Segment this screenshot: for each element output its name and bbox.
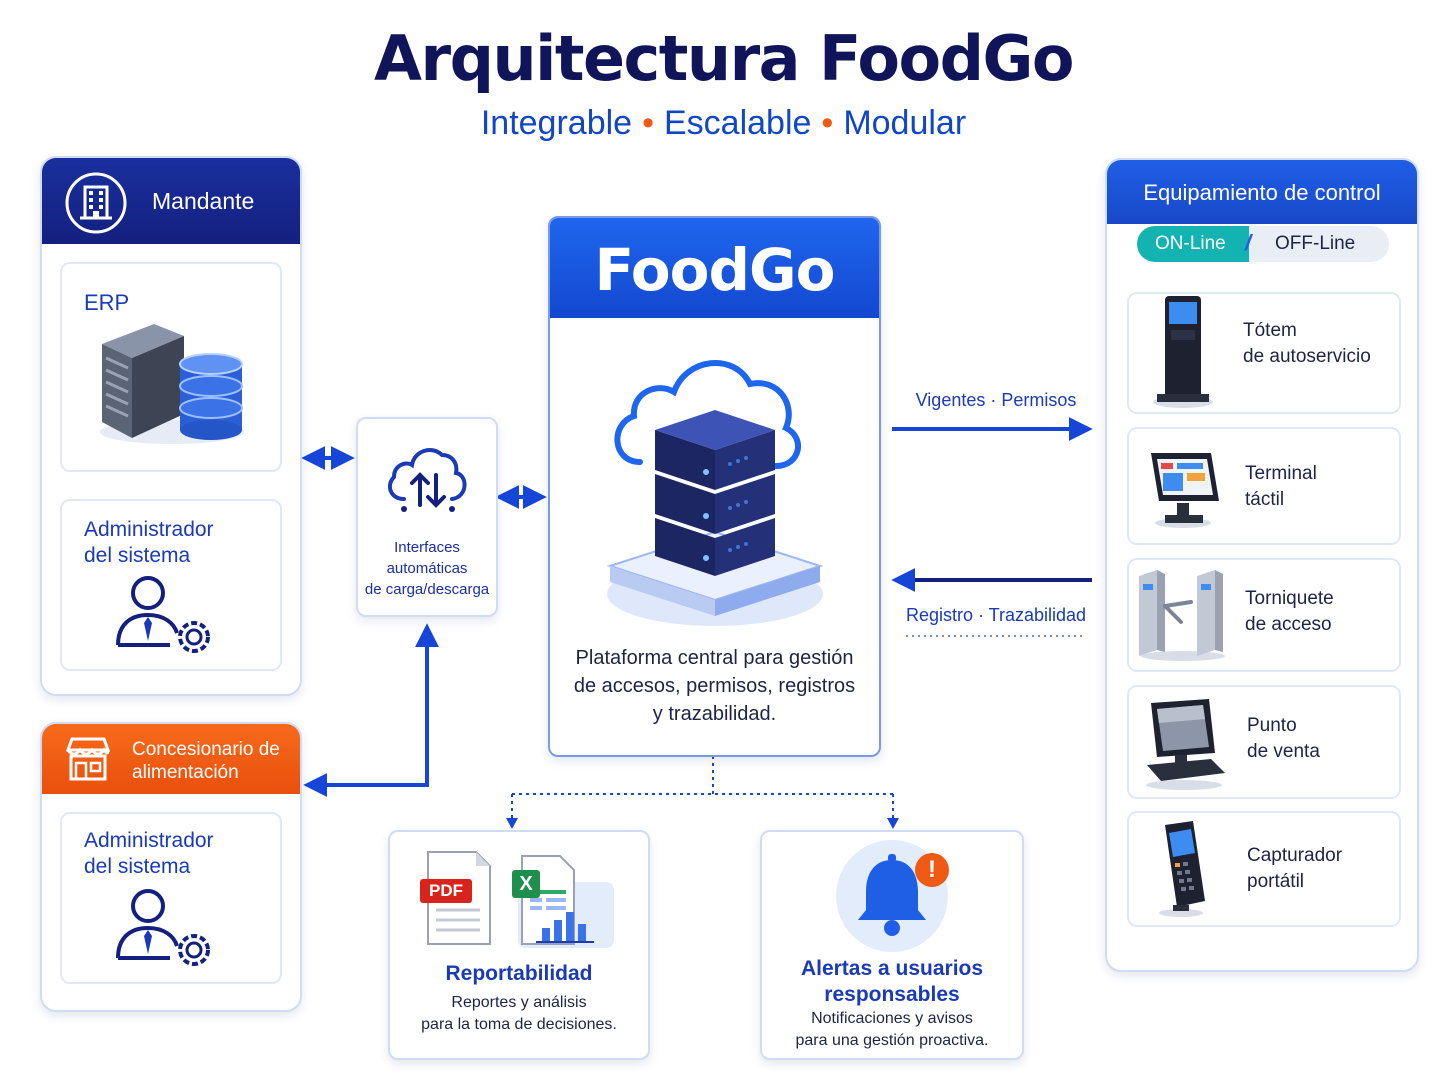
- turnstile-label: Torniquete de acceso: [1245, 588, 1334, 635]
- concesionario-panel: Concesionario de alimentación Administra…: [40, 722, 302, 1012]
- concesionario-header: Concesionario de alimentación: [42, 724, 300, 794]
- device-card-terminal: Terminal táctil: [1127, 427, 1401, 545]
- equipamiento-header: Equipamiento de control: [1107, 160, 1417, 224]
- turnstile-icon: [1139, 570, 1225, 661]
- handheld-scanner-icon: [1159, 821, 1205, 917]
- device-card-totem: Tótem de autoservicio: [1127, 292, 1401, 414]
- alert-badge: !: [928, 856, 936, 883]
- terminal-label: Terminal táctil: [1245, 463, 1317, 510]
- page-subtitle: Integrable•Escalable•Modular: [480, 104, 967, 142]
- mandante-admin-label: Administrador del sistema: [84, 518, 214, 567]
- foodgo-outputs-connector: [511, 756, 894, 824]
- offline-label: OFF-Line: [1275, 233, 1356, 254]
- erp-server-database-icon: [100, 324, 244, 444]
- touch-terminal-icon: [1151, 453, 1219, 528]
- mandante-admin-card: Administrador del sistema: [60, 499, 282, 671]
- reportabilidad-title: Reportabilidad: [445, 962, 593, 985]
- pos-icon: [1146, 699, 1225, 790]
- connection-mode-toggle: ON-Line / OFF-Line: [1137, 226, 1389, 262]
- handheld-label: Capturador portátil: [1247, 845, 1343, 892]
- alertas-title: Alertas a usuarios responsables: [800, 957, 984, 1006]
- totem-label: Tótem de autoservicio: [1243, 320, 1371, 367]
- subtitle-escalable: Escalable: [663, 104, 812, 142]
- device-card-handheld: Capturador portátil: [1127, 811, 1401, 927]
- foodgo-header: FoodGo: [550, 218, 879, 318]
- mode-separator: /: [1245, 230, 1252, 255]
- foodgo-description: Plataforma central para gestión de acces…: [573, 647, 856, 725]
- foodgo-title: FoodGo: [594, 236, 836, 304]
- online-mode: [1137, 226, 1249, 262]
- bell-alert-icon: [836, 840, 949, 952]
- kiosk-icon: [1153, 296, 1213, 408]
- reportabilidad-description: Reportes y análisis para la toma de deci…: [421, 994, 617, 1033]
- subtitle-integrable: Integrable: [480, 104, 633, 142]
- equipamiento-panel: Equipamiento de control ON-Line / OFF-Li…: [1105, 158, 1419, 972]
- cloud-upload-download-icon: [387, 448, 467, 512]
- alertas-card: ! Alertas a usuarios responsables Notifi…: [760, 830, 1024, 1060]
- mandante-title: Mandante: [152, 188, 255, 214]
- interfaces-label: Interfaces automáticas de carga/descarga: [364, 539, 490, 598]
- alertas-description: Notificaciones y avisos para una gestión…: [795, 1010, 989, 1049]
- pos-label: Punto de venta: [1247, 715, 1320, 762]
- erp-label: ERP: [84, 290, 130, 315]
- admin-user-gear-icon: [116, 576, 210, 653]
- store-icon: [65, 737, 111, 781]
- admin-user-gear-icon: [116, 889, 210, 966]
- cloud-server-icon: [606, 359, 824, 626]
- pdf-badge: PDF: [420, 879, 472, 903]
- excel-badge: X: [512, 870, 540, 898]
- subtitle-modular: Modular: [843, 104, 967, 142]
- interfaces-card: Interfaces automáticas de carga/descarga: [356, 417, 498, 617]
- outbound-flow-label: Vigentes · Permisos: [915, 390, 1077, 410]
- erp-card: ERP: [60, 262, 282, 472]
- equipamiento-title: Equipamiento de control: [1143, 180, 1381, 205]
- building-icon: [65, 172, 127, 234]
- mandante-header: Mandante: [42, 158, 300, 244]
- concesionario-admin-label: Administrador del sistema: [84, 829, 214, 878]
- mandante-panel: Mandante ERP Administrador del sistema: [40, 156, 302, 696]
- concesionario-interfaces-arrow: [303, 623, 439, 797]
- online-label: ON-Line: [1155, 233, 1226, 254]
- reportabilidad-card: PDF X Reportabilidad Reportes y análisis…: [388, 830, 650, 1060]
- inbound-flow-label: Registro · Trazabilidad: [905, 605, 1087, 625]
- concesionario-admin-card: Administrador del sistema: [60, 812, 282, 984]
- device-card-pos: Punto de venta: [1127, 685, 1401, 799]
- device-card-turnstile: Torniquete de acceso: [1127, 558, 1401, 672]
- concesionario-title: Concesionario de alimentación: [132, 739, 280, 783]
- foodgo-panel: FoodGo Plataforma central para gestión d…: [548, 216, 881, 757]
- page-title: Arquitectura FoodGo: [374, 22, 1074, 95]
